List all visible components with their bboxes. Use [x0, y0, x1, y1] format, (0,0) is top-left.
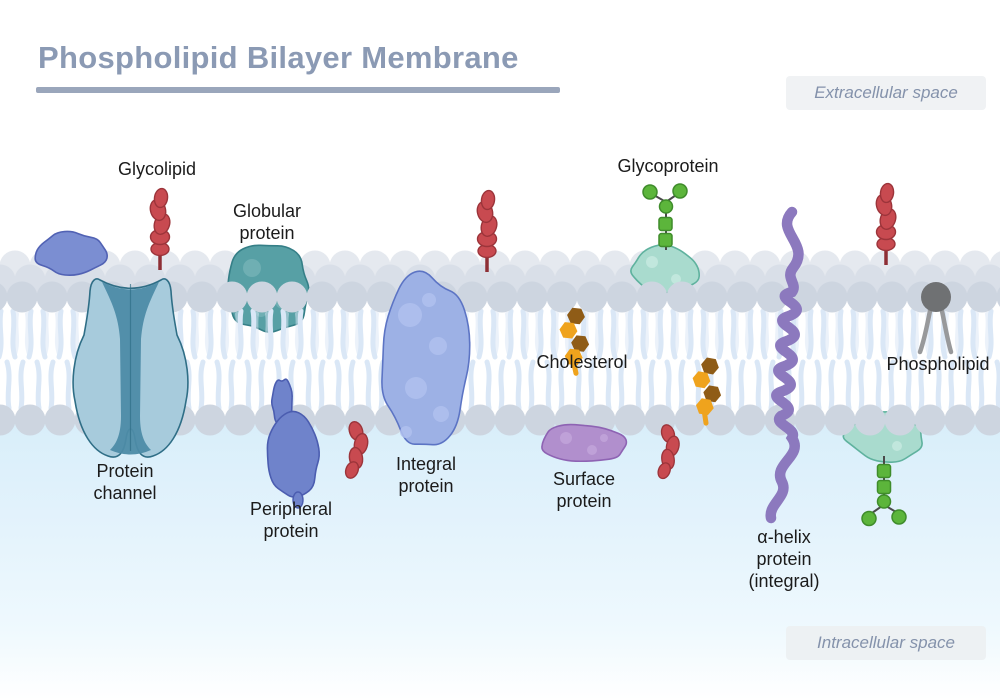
glycoprotein-blob-top-texture	[671, 274, 681, 284]
intracellular-space-badge: Intracellular space	[786, 626, 986, 660]
extracellular-space-label: Extracellular space	[814, 83, 958, 102]
lipid-head	[6, 281, 38, 313]
lipid-head	[336, 281, 368, 313]
phospholipid-highlight	[917, 282, 954, 355]
title-underline	[36, 87, 560, 93]
glycoprotein-label: Glycoprotein	[617, 156, 719, 176]
glycoprotein-sugar-chain-top	[642, 183, 688, 250]
integral-protein-shape-texture	[398, 303, 422, 327]
protein-channel-label: Protein channel	[93, 461, 157, 503]
lipid-head	[966, 281, 998, 313]
peripheral-protein-shape	[266, 410, 321, 498]
lipid-head	[216, 281, 248, 313]
lipid-head	[486, 281, 518, 313]
lipid-head	[794, 404, 826, 436]
lipid-head	[44, 404, 76, 436]
integral-protein-shape-texture	[429, 337, 447, 355]
extracellular-protein-blob	[34, 230, 108, 277]
lipid-head	[816, 281, 848, 313]
lipid-head	[876, 281, 908, 313]
lipid-head	[36, 281, 68, 313]
integral-protein-shape-texture	[422, 293, 436, 307]
lipid-head	[276, 281, 308, 313]
glycoprotein-blob-top-texture	[646, 256, 658, 268]
lipid-head	[756, 281, 788, 313]
lipid-head	[944, 404, 976, 436]
lipid-head	[186, 281, 218, 313]
phospholipid-label: Phospholipid	[886, 354, 990, 374]
lipid-head	[546, 281, 578, 313]
lipid-head	[846, 281, 878, 313]
integral-protein-label: Integral protein	[395, 454, 457, 496]
lipid-head	[884, 404, 916, 436]
extracellular-space-badge: Extracellular space	[786, 76, 986, 110]
peripheral-protein-label: Peripheral protein	[249, 499, 333, 541]
lipid-head	[614, 404, 646, 436]
page-title: Phospholipid Bilayer Membrane	[38, 40, 519, 75]
lipid-head	[636, 281, 668, 313]
integral-protein-shape-texture	[405, 377, 427, 399]
lipid-head	[0, 283, 8, 311]
lipid-head	[524, 404, 556, 436]
lipid-head	[734, 404, 766, 436]
front-protein-blobs	[266, 270, 628, 509]
lipid-head	[914, 404, 946, 436]
lipid-head	[576, 281, 608, 313]
lipid-head	[314, 404, 346, 436]
lipid-head	[494, 404, 526, 436]
lipid-head	[456, 281, 488, 313]
lipid-head	[0, 404, 16, 436]
peripheral-protein-drip	[292, 491, 304, 509]
lipid-head	[246, 281, 278, 313]
globular-protein-shape-texture	[243, 259, 261, 277]
lipid-head	[516, 281, 548, 313]
lipid-head	[726, 281, 758, 313]
glycoprotein-sugar-chain-bottom	[861, 456, 907, 527]
lipid-head	[606, 281, 638, 313]
lipid-head	[696, 281, 728, 313]
surface-protein-shape-texture	[560, 432, 572, 444]
lipid-head	[974, 404, 1000, 436]
glycolipid-label: Glycolipid	[117, 159, 197, 179]
surface-protein-shape-texture	[600, 434, 608, 442]
lipid-head	[824, 404, 856, 436]
alpha-helix-protein-shape	[765, 206, 804, 524]
lipid-head	[666, 281, 698, 313]
lipid-head	[224, 404, 256, 436]
lipid-head	[464, 404, 496, 436]
lipid-head	[854, 404, 886, 436]
cholesterol-label: Cholesterol	[536, 352, 628, 372]
lipid-head	[704, 404, 736, 436]
integral-protein-shape-texture	[400, 426, 412, 438]
lipid-head	[14, 404, 46, 436]
surface-protein-shape	[541, 423, 628, 463]
lipid-head	[194, 404, 226, 436]
integral-protein-shape-texture	[433, 406, 449, 422]
lipid-head	[366, 281, 398, 313]
alpha-helix-protein-label: α-helix protein (integral)	[748, 527, 820, 591]
lipid-head	[674, 404, 706, 436]
front-molecules	[72, 180, 954, 527]
protein-channel-shape	[72, 278, 189, 458]
globular-protein-label: Globular protein	[232, 201, 302, 243]
lipid-head	[996, 287, 1000, 307]
lipid-head	[306, 281, 338, 313]
intracellular-space-label: Intracellular space	[817, 633, 955, 652]
surface-protein-label: Surface protein	[552, 469, 616, 511]
glycoprotein-blob-bottom-texture	[892, 441, 902, 451]
surface-protein-shape-texture	[587, 445, 597, 455]
